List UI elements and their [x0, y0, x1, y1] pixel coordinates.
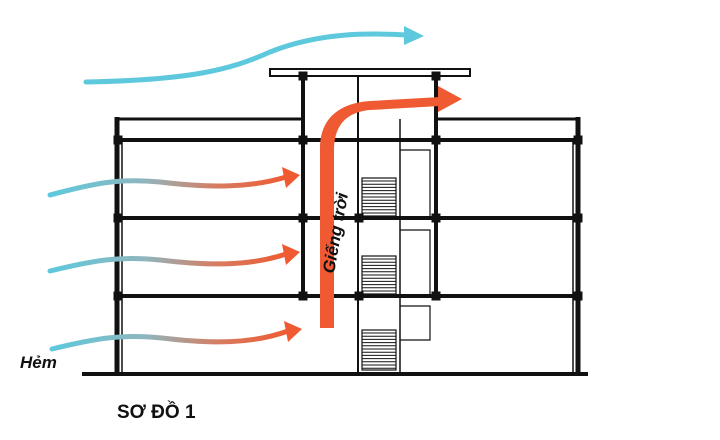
- column-joint: [431, 71, 441, 81]
- column-joint: [573, 213, 583, 223]
- hot-air-arrowhead: [438, 86, 462, 112]
- alley-label: Hẻm: [20, 353, 57, 372]
- floor-3-wind-arrow: [47, 174, 289, 198]
- column-joint: [354, 291, 364, 301]
- column-joint: [298, 71, 308, 81]
- diagram-caption: SƠ ĐỒ 1: [117, 401, 196, 423]
- column-joint: [573, 291, 583, 301]
- column-joint: [431, 213, 441, 223]
- column-joint: [573, 135, 583, 145]
- stair-landing-low: [400, 305, 431, 341]
- building-section: [82, 68, 588, 376]
- column-joint: [113, 135, 123, 145]
- column-joint: [113, 213, 123, 223]
- floor-1-wind-arrow: [49, 328, 291, 352]
- staircases: [361, 177, 397, 371]
- floor-2-wind-arrow: [47, 251, 289, 274]
- stair-landing-mid: [400, 229, 431, 296]
- wind-flows: [47, 26, 424, 352]
- shaft-roof: [269, 68, 471, 77]
- floor-2-arrowhead: [282, 244, 300, 265]
- column-joint: [298, 135, 308, 145]
- roof-wind-arrowhead: [404, 26, 424, 45]
- stack-effect-flow: [320, 86, 462, 328]
- column-joint: [431, 135, 441, 145]
- column-joint: [113, 291, 123, 301]
- column-joint: [298, 213, 308, 223]
- roof-wind-arrow: [83, 31, 411, 85]
- column-joint: [354, 213, 364, 223]
- column-joint: [431, 291, 441, 301]
- column-joint: [298, 291, 308, 301]
- hot-air-rising-arrow: [320, 97, 440, 328]
- staircase-lower: [361, 329, 397, 371]
- stair-landing-top: [400, 149, 431, 218]
- floor-1-arrowhead: [284, 321, 302, 342]
- floor-3-arrowhead: [282, 167, 300, 188]
